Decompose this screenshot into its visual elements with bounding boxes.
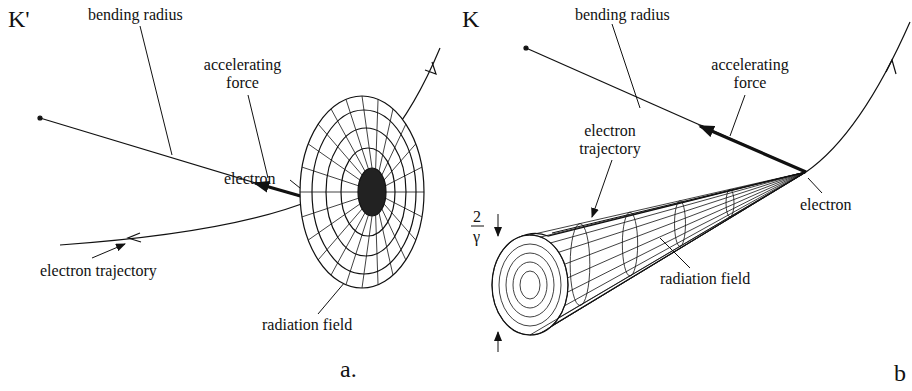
fraction-numerator: 2	[473, 208, 481, 226]
part-label: radiation field	[660, 270, 750, 288]
part-label: electron trajectory	[565, 122, 655, 158]
part-label: accelerating force	[700, 56, 800, 92]
part-label: accelerating force	[190, 56, 295, 92]
part-label: electron	[224, 170, 276, 188]
panel-label: a.	[340, 356, 357, 382]
panel-label: b	[894, 360, 906, 386]
frame-label: K	[462, 6, 479, 32]
part-label: bending radius	[575, 6, 670, 24]
part-label: electron trajectory	[40, 262, 157, 280]
part-label: bending radius	[88, 6, 183, 24]
part-label: electron	[800, 196, 852, 214]
frame-label: K'	[8, 6, 30, 32]
part-label: radiation field	[262, 316, 352, 334]
fraction-denominator: γ	[473, 228, 480, 246]
